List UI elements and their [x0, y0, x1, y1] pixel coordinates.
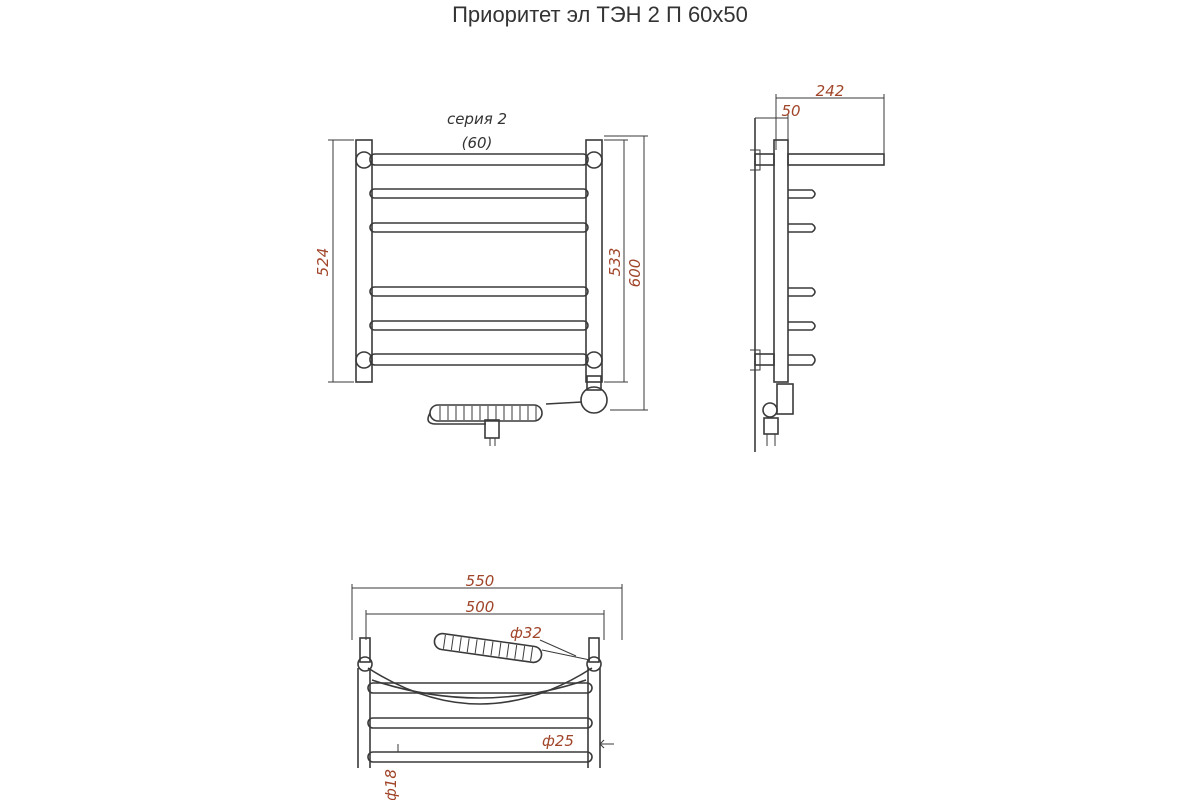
- top-view: 550 500 ф32 ф25 ф18: [351, 572, 623, 800]
- left-collector: [355, 139, 373, 383]
- cable-loop: [427, 412, 486, 425]
- dim-242: 242: [816, 82, 845, 100]
- rung-4: [369, 286, 589, 297]
- front-view: серия 2 (60) 524: [314, 110, 648, 446]
- right-collector: [585, 139, 603, 383]
- heater-thermostat: [580, 386, 608, 414]
- mount-bottom-right: [585, 351, 603, 369]
- mount-top-left: [355, 151, 373, 169]
- drawing-title: Приоритет эл ТЭН 2 П 60х50: [452, 2, 748, 27]
- rung-5: [369, 320, 589, 331]
- mount-bottom-left: [355, 351, 373, 369]
- top-left-leg: [357, 668, 371, 768]
- rung-2: [369, 188, 589, 199]
- side-bracket-bottom: [754, 353, 775, 366]
- dim-600: 600: [626, 259, 644, 288]
- side-bracket-top: [754, 153, 775, 166]
- heater-connector: [586, 375, 602, 391]
- side-rung-5: [788, 321, 816, 331]
- top-collector-right: [586, 656, 602, 672]
- dim-phi32: ф32: [510, 624, 542, 642]
- top-rung-1: [367, 682, 593, 694]
- heater-cable: [545, 401, 583, 405]
- dim-550: 550: [466, 572, 495, 590]
- top-mount-right: [588, 637, 600, 663]
- dim-phi25: ф25: [542, 732, 574, 750]
- dim-phi18: ф18: [382, 769, 400, 800]
- side-heater-body: [776, 383, 794, 415]
- top-collector-left: [357, 656, 373, 672]
- dim-533: 533: [606, 248, 624, 277]
- top-cable: [541, 649, 591, 661]
- mount-top-right: [585, 151, 603, 169]
- top-cable-coil: [433, 632, 543, 664]
- top-rung-2: [367, 717, 593, 729]
- side-collector: [773, 139, 789, 383]
- dim-524: 524: [314, 248, 332, 277]
- side-heater-cable-ring: [762, 402, 778, 418]
- power-plug: [484, 419, 500, 439]
- series-label: серия 2: [447, 110, 507, 128]
- dim-50: 50: [781, 102, 800, 120]
- side-view: 242 50: [750, 82, 885, 452]
- rung-1: [369, 153, 589, 166]
- cable-coil: [429, 404, 543, 422]
- rung-6: [369, 353, 589, 366]
- side-top-rung: [787, 153, 885, 166]
- side-rung-4: [788, 287, 816, 297]
- top-rung-3: [367, 751, 593, 763]
- side-rung-2: [788, 189, 816, 199]
- dim-500: 500: [466, 598, 495, 616]
- side-rung-6: [788, 354, 816, 366]
- series-value: (60): [462, 134, 493, 152]
- top-mount-left: [359, 637, 371, 663]
- side-plug: [763, 417, 779, 435]
- rung-3: [369, 222, 589, 233]
- side-rung-3: [788, 223, 816, 233]
- top-shelf-curve-inner: [371, 679, 587, 699]
